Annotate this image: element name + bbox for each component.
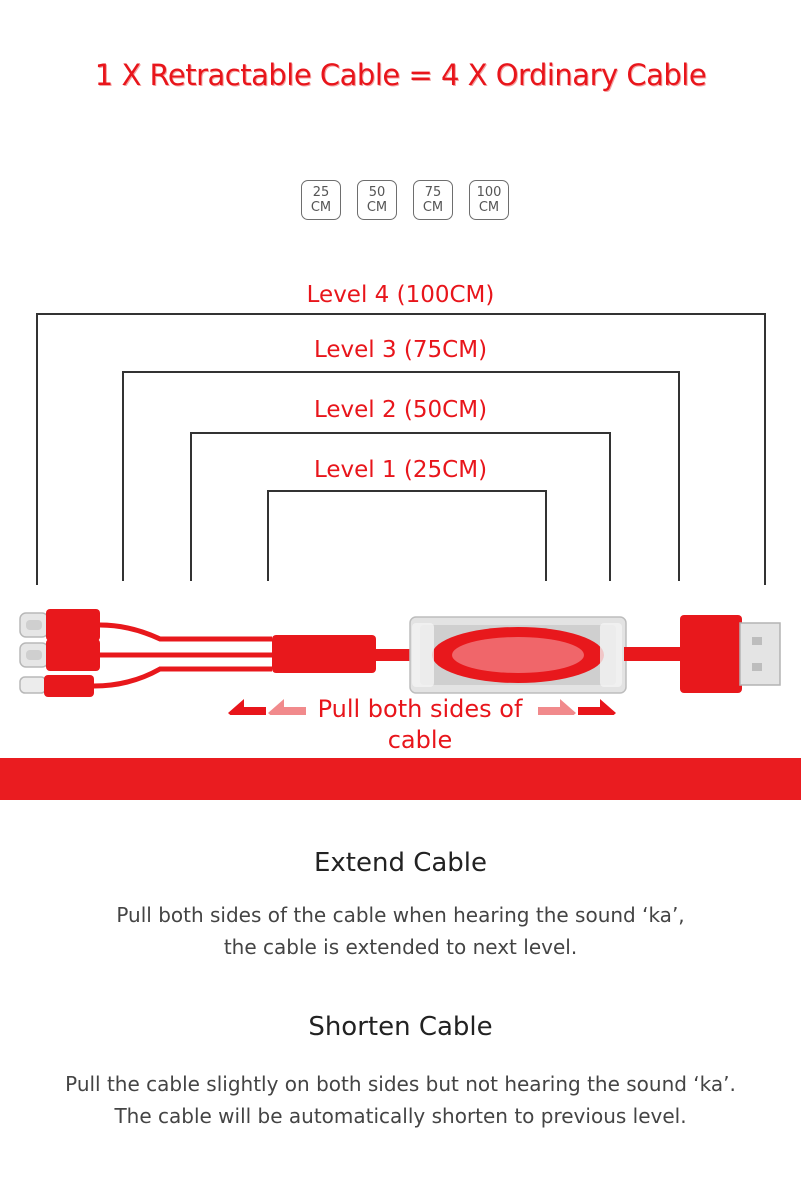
- pull-instruction: Pull both sides of cable: [317, 695, 523, 754]
- red-divider-band: [0, 758, 801, 800]
- extend-description: Pull both sides of the cable when hearin…: [0, 899, 801, 963]
- extend-title: Extend Cable: [313, 848, 488, 878]
- level-1-label: Level 1 (25CM): [313, 457, 488, 483]
- level-4-bracket: [36, 313, 766, 585]
- length-value: 25: [312, 185, 330, 200]
- right-arrow-icon: [538, 699, 616, 715]
- shorten-description: Pull the cable slightly on both sides bu…: [0, 1068, 801, 1132]
- lightning-connector-icon: [19, 676, 47, 694]
- level-3-bracket: [122, 371, 680, 581]
- page-headline: 1 X Retractable Cable = 4 X Ordinary Cab…: [94, 58, 707, 92]
- length-badges: 25 CM 50 CM 75 CM 100 CM: [301, 180, 509, 220]
- length-badge: 25 CM: [301, 180, 341, 220]
- left-arrow-icon: [228, 699, 306, 715]
- length-value: 100: [476, 185, 502, 200]
- cable-illustration: [19, 609, 781, 715]
- length-badge: 50 CM: [357, 180, 397, 220]
- shorten-title: Shorten Cable: [308, 1012, 493, 1042]
- length-badge: 100 CM: [469, 180, 509, 220]
- length-value: 50: [368, 185, 386, 200]
- extend-line-1: Pull both sides of the cable when hearin…: [116, 903, 685, 927]
- shorten-line-2: The cable will be automatically shorten …: [114, 1104, 687, 1128]
- length-value: 75: [424, 185, 442, 200]
- usb-a-connector-icon: [739, 622, 781, 686]
- level-4-label: Level 4 (100CM): [306, 282, 495, 308]
- level-1-bracket: [267, 490, 547, 581]
- length-unit: CM: [478, 200, 500, 215]
- usb-c-connector-icon: [19, 612, 49, 638]
- length-unit: CM: [422, 200, 444, 215]
- level-2-label: Level 2 (50CM): [313, 397, 488, 423]
- shorten-line-1: Pull the cable slightly on both sides bu…: [65, 1072, 736, 1096]
- length-badge: 75 CM: [413, 180, 453, 220]
- usb-c-connector-icon: [19, 642, 49, 668]
- length-unit: CM: [310, 200, 332, 215]
- extend-line-2: the cable is extended to next level.: [223, 935, 578, 959]
- level-3-label: Level 3 (75CM): [313, 337, 488, 363]
- length-unit: CM: [366, 200, 388, 215]
- level-2-bracket: [190, 432, 611, 581]
